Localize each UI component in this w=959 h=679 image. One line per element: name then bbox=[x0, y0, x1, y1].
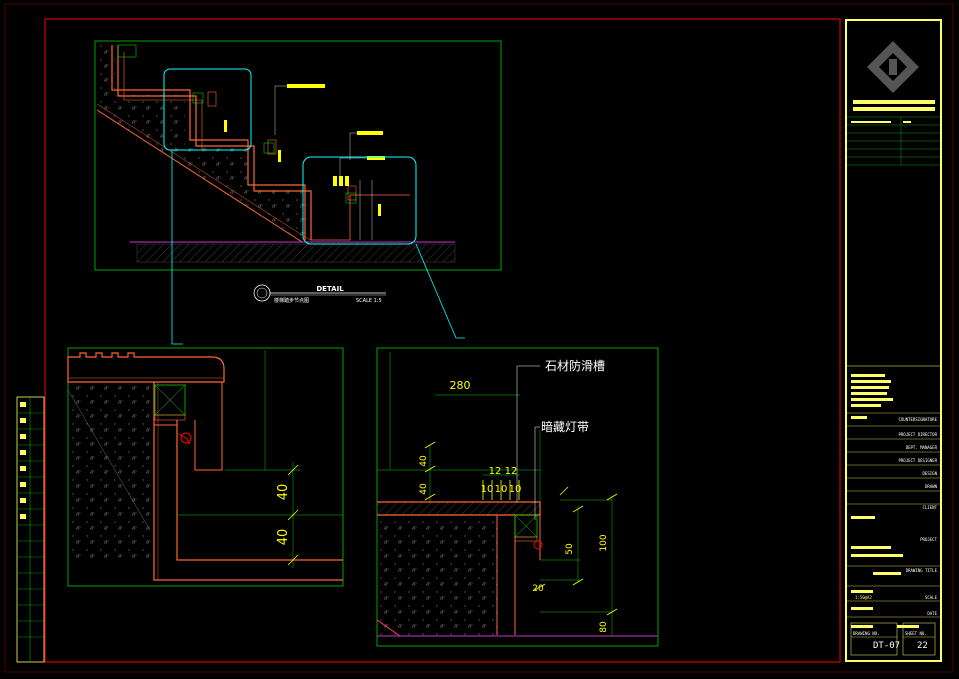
tb-sheet-no-label: SHEET NO. bbox=[905, 631, 927, 636]
callout-leader-right bbox=[415, 243, 465, 339]
tb-scale-value: 1:50@A2 bbox=[855, 595, 872, 600]
hidden-light-strip-label: 暗藏灯带 bbox=[541, 419, 589, 434]
tb-project-director: PROJECT DIRECTOR bbox=[898, 432, 937, 437]
tb-countersignature: COUNTERSIGNATURE bbox=[898, 417, 937, 422]
outer-border bbox=[4, 3, 954, 673]
dim-riser-bottom-40: 40 bbox=[419, 483, 429, 495]
tb-sheet-no: 22 bbox=[917, 641, 928, 651]
sheet-frame bbox=[44, 18, 841, 663]
dim-groove-10c: 10 bbox=[509, 484, 522, 495]
dim-light-height-50: 50 bbox=[565, 543, 575, 555]
tb-drawing-no: DT-07 bbox=[873, 641, 901, 651]
title-block: COUNTERSIGNATURE PROJECT DIRECTOR DEPT. … bbox=[845, 19, 942, 662]
tb-drawing-no-label: DRAWING NO. bbox=[853, 631, 880, 636]
dim-groove-12a: 12 bbox=[489, 466, 502, 477]
dim-groove-12b: 12 bbox=[505, 466, 518, 477]
callout-leader-left bbox=[171, 150, 183, 345]
right-enlarged-detail bbox=[376, 347, 659, 647]
left-dim-40-top: 40 bbox=[276, 484, 291, 501]
anti-slip-groove-label: 石材防滑槽 bbox=[545, 358, 605, 373]
detail-scale: SCALE 1:5 bbox=[356, 298, 382, 304]
dim-280: 280 bbox=[450, 379, 471, 392]
tb-dept-manager: DEPT. MANAGER bbox=[905, 445, 937, 450]
tb-client: CLIENT bbox=[922, 505, 937, 510]
tb-project: PROJECT bbox=[920, 537, 937, 542]
detail-name: 楼梯踏步节点图 bbox=[274, 297, 309, 304]
overall-stair-detail bbox=[94, 40, 502, 271]
dim-groove-10a: 10 bbox=[481, 484, 494, 495]
revision-strip bbox=[16, 396, 45, 663]
dim-light-offset-20: 20 bbox=[532, 584, 544, 594]
tb-drawing-title: DRAWING TITLE bbox=[905, 568, 937, 573]
tb-scale-label: SCALE bbox=[924, 595, 937, 600]
detail-label: DETAIL bbox=[316, 285, 344, 293]
tb-design: DESIGN bbox=[922, 471, 937, 476]
company-logo-icon bbox=[867, 41, 919, 93]
title-block-graphics bbox=[847, 41, 940, 656]
dim-riser-top-40: 40 bbox=[419, 455, 429, 467]
detail-title-symbol bbox=[253, 284, 386, 302]
left-dim-40-bottom: 40 bbox=[276, 529, 291, 546]
tb-drawn: DRAWN bbox=[924, 484, 937, 489]
tb-date: DATE bbox=[927, 611, 937, 616]
left-enlarged-detail bbox=[67, 347, 344, 587]
dim-groove-10b: 10 bbox=[495, 484, 508, 495]
tb-project-designer: PROJECT DESIGNER bbox=[898, 458, 937, 463]
dim-base-80: 80 bbox=[599, 621, 609, 633]
dim-step-height-100: 100 bbox=[599, 534, 609, 551]
